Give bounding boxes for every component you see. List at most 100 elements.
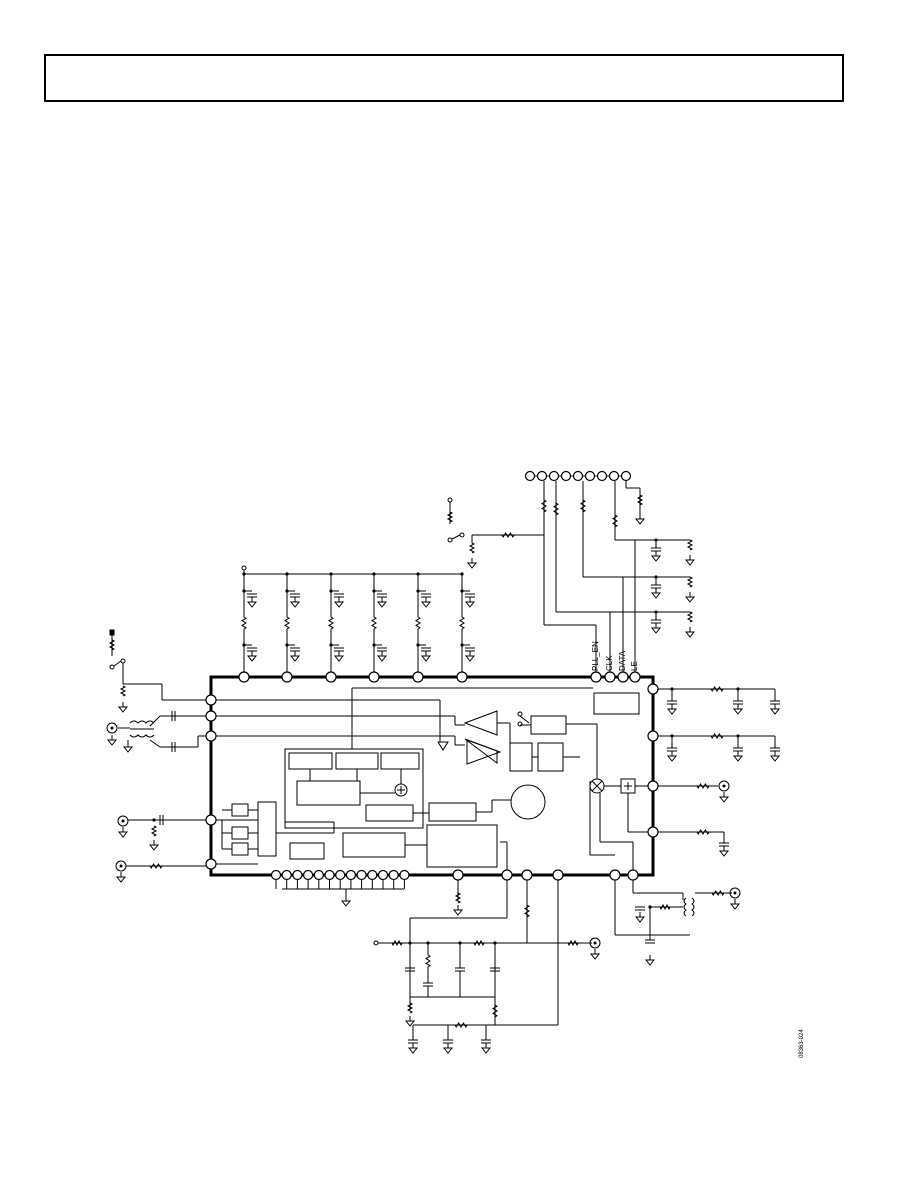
capacitor-icon bbox=[377, 593, 387, 598]
bottom-pin bbox=[552, 869, 564, 881]
ground-icon bbox=[376, 597, 388, 608]
ground-icon bbox=[650, 623, 662, 634]
resistor-icon bbox=[425, 954, 431, 968]
mux-block bbox=[257, 801, 277, 857]
sma-connector-icon bbox=[106, 722, 118, 734]
transformer-icon bbox=[683, 897, 687, 917]
resistor-icon bbox=[710, 686, 724, 692]
capacitor-icon bbox=[645, 939, 655, 944]
bottom-loop-filter-network bbox=[282, 880, 601, 1054]
capacitor-icon bbox=[171, 742, 176, 752]
junction-dot bbox=[460, 589, 464, 593]
page-header-box bbox=[44, 54, 844, 102]
junction-dot bbox=[372, 589, 376, 593]
ground-icon bbox=[718, 846, 730, 857]
lo-buffer-block bbox=[537, 742, 564, 772]
bottom-pins bbox=[270, 869, 639, 889]
capacitor-icon bbox=[171, 711, 176, 721]
ground-icon bbox=[115, 872, 127, 883]
amplifier-output-icon bbox=[466, 739, 502, 765]
ground-icon bbox=[122, 742, 134, 753]
junction-dot bbox=[242, 643, 246, 647]
ground-icon bbox=[452, 905, 464, 916]
junction-dot bbox=[329, 589, 333, 593]
ground-icon bbox=[106, 735, 118, 746]
capacitor-icon bbox=[465, 593, 475, 598]
header-pin bbox=[608, 470, 620, 482]
ground-icon bbox=[684, 592, 696, 603]
capacitor-icon bbox=[651, 619, 661, 624]
ground-icon bbox=[420, 651, 432, 662]
resistor-icon bbox=[284, 616, 290, 630]
serial-interface-block bbox=[342, 832, 406, 858]
ground-icon bbox=[407, 1043, 419, 1054]
header-pin bbox=[584, 470, 596, 482]
resistor-icon bbox=[391, 939, 403, 947]
ground-icon bbox=[732, 751, 744, 762]
vco-block bbox=[426, 824, 498, 868]
resistor-icon bbox=[415, 616, 421, 630]
bottom-pin bbox=[292, 869, 303, 881]
bottom-pin bbox=[367, 869, 378, 881]
ground-icon bbox=[634, 912, 646, 923]
bottom-pin bbox=[270, 869, 282, 881]
ground-icon bbox=[634, 514, 646, 525]
header-pin bbox=[620, 470, 632, 482]
ground-icon bbox=[246, 597, 258, 608]
ground-icon bbox=[289, 597, 301, 608]
supply-decoupling-network bbox=[241, 565, 476, 672]
bottom-pin bbox=[609, 869, 621, 881]
capacitor-icon bbox=[408, 1039, 418, 1044]
bottom-pin bbox=[356, 869, 367, 881]
pll-block-outline bbox=[284, 748, 424, 829]
capacitor-icon bbox=[733, 747, 743, 752]
figure-code: 08363-024 bbox=[799, 1029, 805, 1058]
junction-dot bbox=[329, 643, 333, 647]
phase-frequency-detector-block bbox=[296, 780, 361, 806]
ground-icon bbox=[589, 949, 601, 960]
resistor-icon bbox=[686, 539, 694, 551]
resistor-icon bbox=[710, 733, 724, 739]
capacitor-icon bbox=[421, 647, 431, 652]
ground-icon bbox=[148, 840, 160, 851]
charge-pump-block bbox=[365, 804, 414, 822]
bottom-pin bbox=[281, 869, 292, 881]
left-input-network bbox=[106, 629, 206, 883]
sma-connector-icon bbox=[115, 860, 127, 872]
capacitor-icon bbox=[290, 593, 300, 598]
resistor-icon bbox=[446, 511, 454, 523]
register-block bbox=[593, 692, 640, 715]
capacitor-icon bbox=[719, 842, 729, 847]
ground-icon bbox=[650, 551, 662, 562]
ground-icon bbox=[684, 627, 696, 638]
bottom-pin bbox=[521, 869, 533, 881]
capacitor-icon bbox=[770, 700, 780, 705]
resistor-icon bbox=[696, 783, 710, 789]
temp-sensor-block bbox=[289, 842, 325, 860]
resistor-icon bbox=[468, 542, 476, 554]
transformer-icon bbox=[129, 720, 155, 724]
capacitor-icon bbox=[635, 906, 645, 911]
bottom-pin bbox=[377, 869, 389, 881]
capacitor-icon bbox=[667, 747, 677, 752]
header-pin bbox=[548, 470, 560, 482]
lock-detect-block bbox=[428, 802, 477, 822]
capacitor-icon bbox=[481, 1039, 491, 1044]
resistor-icon bbox=[686, 576, 694, 588]
resistor-icon bbox=[406, 1002, 414, 1014]
ground-icon bbox=[769, 751, 781, 762]
ground-icon bbox=[289, 651, 301, 662]
ground-icon bbox=[464, 651, 476, 662]
resistor-icon bbox=[473, 939, 485, 947]
junction-dot bbox=[493, 941, 497, 945]
header-pin bbox=[596, 470, 608, 482]
header-pin bbox=[560, 470, 572, 482]
capacitor-icon bbox=[290, 647, 300, 652]
mod-block bbox=[380, 752, 420, 770]
resistor-icon bbox=[541, 499, 547, 513]
bottom-pin bbox=[388, 869, 399, 881]
ground-icon bbox=[404, 1016, 416, 1027]
transformer-icon bbox=[691, 897, 695, 917]
sma-connector-icon bbox=[117, 815, 129, 827]
